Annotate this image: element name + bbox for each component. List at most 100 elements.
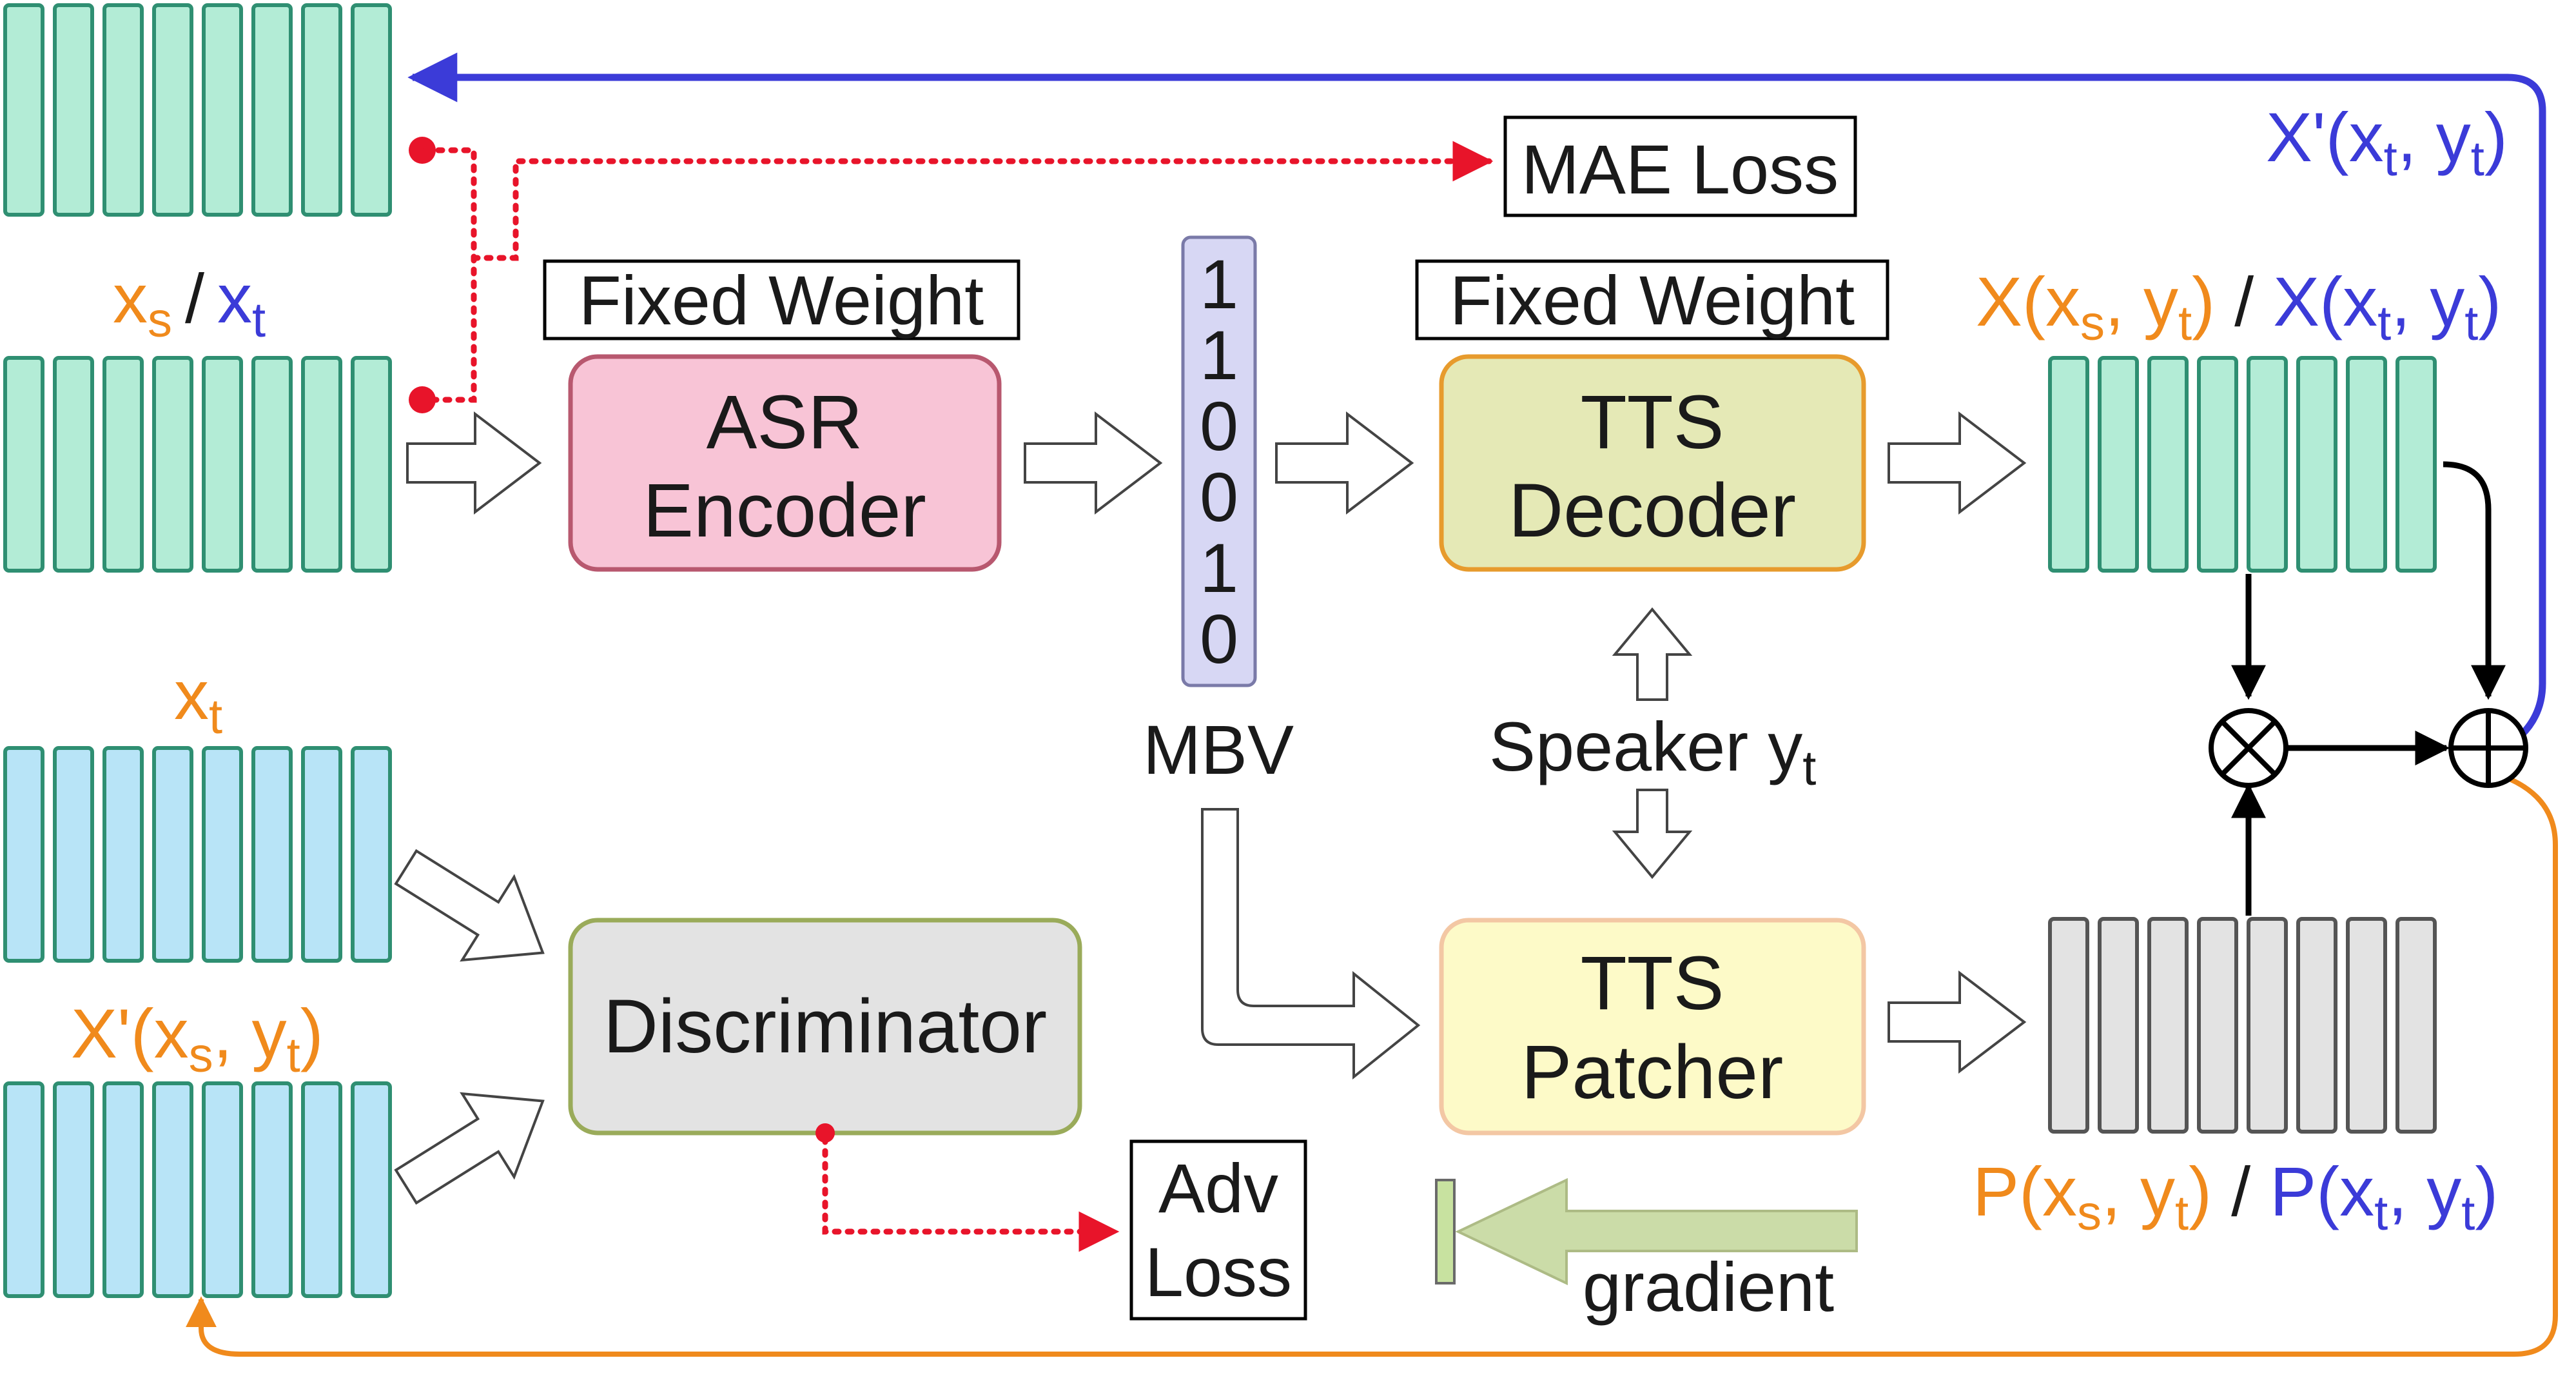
- mae-dot-src: [409, 386, 436, 413]
- spectrogram-frame: [202, 1081, 243, 1298]
- spectrogram-frame: [351, 3, 392, 217]
- mbv-bit: 0: [1200, 387, 1238, 465]
- mbv-bit: 1: [1200, 316, 1238, 394]
- mbv-bit: 1: [1200, 529, 1238, 607]
- spectrogram-frame: [102, 746, 144, 963]
- spectrogram-frame: [3, 1081, 44, 1298]
- hollow-flow-arrow: [1888, 411, 2027, 515]
- gradient-arrow: [1455, 1177, 1858, 1286]
- spectrogram-frame: [2395, 917, 2437, 1134]
- spectrogram-frame: [202, 356, 243, 573]
- tts-patcher-box: [1439, 918, 1866, 1136]
- spectrogram-frame: [2346, 356, 2387, 573]
- xprime-xt-label: X'(xt, yt): [2266, 98, 2508, 186]
- tts-decoder-box: [1439, 354, 1866, 572]
- spectrogram-frame: [152, 1081, 193, 1298]
- spectrogram-frame: [2098, 356, 2139, 573]
- gradient-label: gradient: [1583, 1248, 1834, 1326]
- mae-dot-top: [409, 137, 436, 164]
- asr-encoder-box: [568, 354, 1002, 572]
- adv-loss-box: [1129, 1139, 1307, 1321]
- spectrogram-frame: [301, 356, 342, 573]
- speaker-label: Speaker yt: [1489, 707, 1816, 796]
- hollow-flow-arrow: [1888, 970, 2027, 1074]
- spectrogram-frame: [2247, 356, 2288, 573]
- tts-patcher-label-2: Patcher: [1521, 1030, 1784, 1115]
- spectrogram-frame: [301, 1081, 342, 1298]
- x-right-line: [2443, 461, 2506, 700]
- spectrogram-frame: [2296, 356, 2337, 573]
- fixed-weight-label-tts: Fixed Weight: [1450, 261, 1855, 339]
- spectrogram-frame: [202, 3, 243, 217]
- spectrogram-frame: [2048, 356, 2089, 573]
- spectrogram-frame: [152, 746, 193, 963]
- mbv-label: MBV: [1143, 711, 1294, 789]
- adv-dotted-line: [822, 1135, 1120, 1252]
- spectrogram-frame: [2048, 917, 2089, 1134]
- spectrogram-frame: [2197, 356, 2238, 573]
- hollow-flow-arrow: [1275, 411, 1414, 515]
- fixed-weight-label-asr: Fixed Weight: [579, 261, 984, 339]
- speaker-up-arrow: [1612, 607, 1693, 701]
- feedback-arrow-orange: [186, 771, 2558, 1357]
- add-icon: [2448, 708, 2528, 788]
- discriminator-label: Discriminator: [603, 984, 1047, 1069]
- spectrogram-frame: [2296, 917, 2337, 1134]
- mae-dotted-line: [422, 150, 1489, 403]
- flow-arrows: [394, 411, 2027, 1205]
- gradient-bar: [1435, 1179, 1456, 1284]
- xs-xt-label: xs/xt: [113, 259, 266, 348]
- spectrogram-frame: [53, 356, 94, 573]
- fixed-weight-box-tts: [1415, 259, 1889, 340]
- spectrogram-frame: [2098, 917, 2139, 1134]
- spectrogram-frame: [351, 356, 392, 573]
- spectrogram-frame: [251, 1081, 293, 1298]
- decoder-output-label: X(xs, yt)/X(xt, yt): [1976, 262, 2501, 351]
- fixed-weight-box-asr: [543, 259, 1020, 340]
- tts-decoder-label-1: TTS: [1581, 380, 1724, 465]
- xt-label: xt: [174, 656, 222, 744]
- hollow-flow-arrow: [1024, 411, 1163, 515]
- adv-dot: [815, 1123, 835, 1143]
- tts-patcher-label-1: TTS: [1581, 941, 1724, 1026]
- asr-encoder-label-2: Encoder: [643, 468, 926, 553]
- spectrogram-frame: [3, 746, 44, 963]
- spectrogram-frame: [251, 3, 293, 217]
- mbv-bit: 0: [1200, 458, 1238, 536]
- tts-decoder-label-2: Decoder: [1508, 468, 1796, 553]
- mae-loss-box: [1503, 115, 1857, 217]
- asr-encoder-label-1: ASR: [707, 380, 863, 465]
- spectrogram-frame: [351, 1081, 392, 1298]
- spectrogram-frame: [53, 3, 94, 217]
- spectrogram-frame: [301, 3, 342, 217]
- spectrogram-frame: [2147, 917, 2189, 1134]
- adv-loss-label-2: Loss: [1145, 1233, 1292, 1311]
- spectrogram-frame: [3, 356, 44, 573]
- mae-loss-label: MAE Loss: [1521, 130, 1839, 208]
- spectrogram-frame: [351, 746, 392, 963]
- spectrogram-frame: [2395, 356, 2437, 573]
- spectrogram-frame: [152, 3, 193, 217]
- hollow-flow-arrow: [406, 411, 542, 515]
- patch-output-label: P(xs, yt)/P(xt, yt): [1973, 1152, 2498, 1241]
- mel-decoder-output: [2048, 356, 2437, 573]
- xprime-xs-label: X'(xs, yt): [71, 994, 324, 1083]
- spectrogram-frame: [3, 3, 44, 217]
- spectrogram-frame: [53, 1081, 94, 1298]
- mel-target-xt: [3, 746, 392, 963]
- speaker-down-arrow: [1612, 789, 1693, 880]
- hollow-flow-arrow: [394, 849, 545, 962]
- mel-input-source: [3, 356, 392, 573]
- mbv-bit: 0: [1200, 600, 1238, 678]
- spectrogram-frame: [2346, 917, 2387, 1134]
- spectrogram-frame: [102, 356, 144, 573]
- spectrogram-frame: [2197, 917, 2238, 1134]
- spectrogram-frame: [102, 3, 144, 217]
- spectrogram-frame: [202, 746, 243, 963]
- spectrogram-frame: [102, 1081, 144, 1298]
- spectrogram-frame: [301, 746, 342, 963]
- multiply-icon: [2209, 708, 2288, 788]
- spectrogram-frame: [251, 356, 293, 573]
